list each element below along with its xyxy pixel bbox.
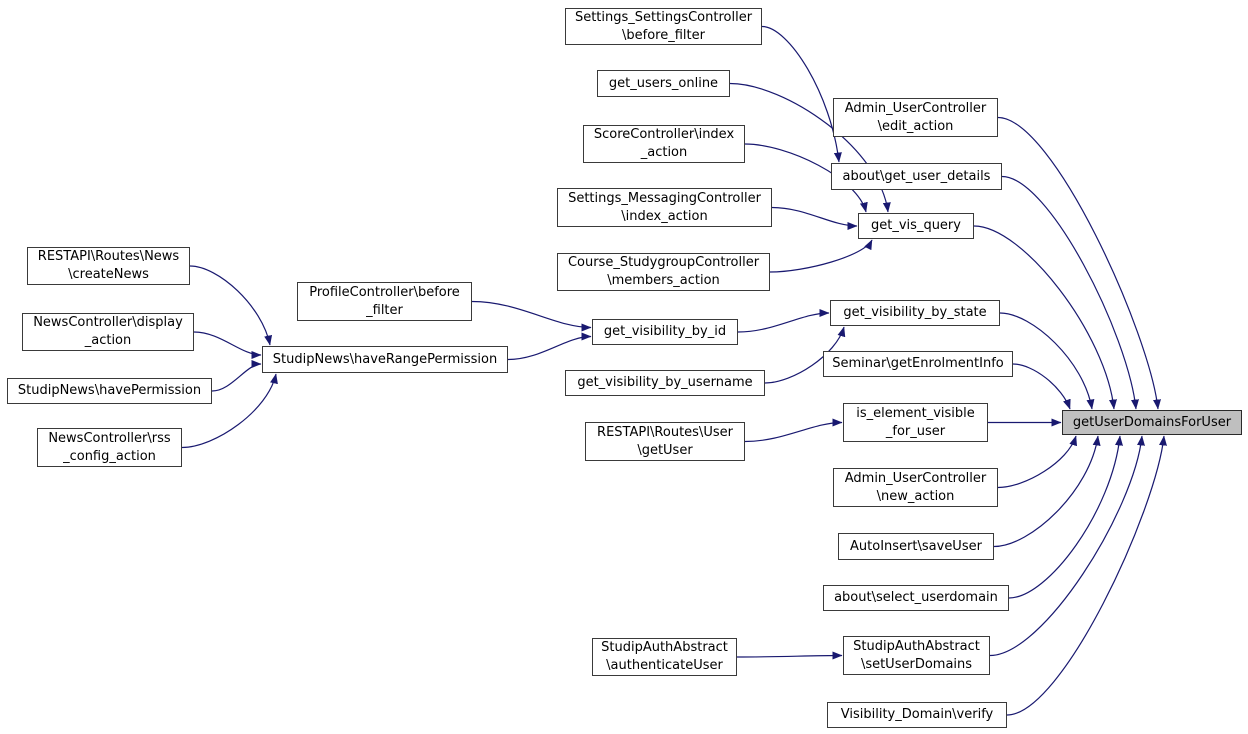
graph-node-admin_edit_action[interactable]: Admin_UserController \edit_action [833,98,998,137]
call-edge [1012,363,1071,410]
graph-node-autoinsert_saveuser[interactable]: AutoInsert\saveUser [838,533,994,560]
graph-node-studipnews_havepermission[interactable]: StudipNews\havePermission [7,378,212,404]
graph-node-settings_messaging_index_action[interactable]: Settings_MessagingController \index_acti… [557,188,772,227]
graph-node-restapi_user_getuser[interactable]: RESTAPI\Routes\User \getUser [585,422,745,461]
call-edge [211,360,262,392]
graph-node-about_get_user_details[interactable]: about\get_user_details [831,163,1002,190]
call-edge [471,300,592,332]
call-edge [771,206,858,230]
call-edge [989,435,1145,657]
call-edge [744,418,843,443]
graph-node-studipauth_setuserdomains[interactable]: StudipAuthAbstract \setUserDomains [843,636,990,675]
graph-node-restapi_news_createnews[interactable]: RESTAPI\Routes\News \createNews [27,247,190,285]
call-edge [999,312,1095,410]
call-edge [1001,175,1139,410]
graph-node-course_studygroup_members_action[interactable]: Course_StudygroupController \members_act… [557,253,770,291]
graph-node-getuserdomainsforuser: getUserDomainsForUser [1062,410,1242,435]
graph-node-seminar_getenrolmentinfo[interactable]: Seminar\getEnrolmentInfo [823,351,1013,377]
graph-node-get_visibility_by_state[interactable]: get_visibility_by_state [830,300,1000,326]
call-edge [1008,435,1123,599]
graph-node-get_vis_query[interactable]: get_vis_query [858,213,974,239]
call-edge [997,116,1161,410]
call-edge [993,435,1101,548]
graph-node-visibility_domain_verify[interactable]: Visibility_Domain\verify [827,702,1007,728]
graph-node-get_users_online[interactable]: get_users_online [597,70,730,97]
graph-node-about_select_userdomain[interactable]: about\select_userdomain [823,585,1009,611]
graph-node-profile_before_filter[interactable]: ProfileController\before _filter [297,282,472,321]
call-edge [769,239,873,273]
graph-node-settings_settings_before_filter[interactable]: Settings_SettingsController \before_filt… [565,8,762,45]
graph-node-news_rss_config_action[interactable]: NewsController\rss _config_action [37,428,182,467]
graph-node-is_element_visible_for_user[interactable]: is_element_visible _for_user [843,403,988,442]
call-edge [997,435,1077,489]
graph-node-studipauth_authenticateuser[interactable]: StudipAuthAbstract \authenticateUser [592,638,737,676]
call-edge [737,309,830,333]
call-edge [507,332,592,361]
call-edge [1006,435,1167,716]
graph-node-get_visibility_by_username[interactable]: get_visibility_by_username [565,370,765,396]
graph-node-get_visibility_by_id[interactable]: get_visibility_by_id [592,319,738,345]
call-edge [736,651,843,660]
graph-node-admin_new_action[interactable]: Admin_UserController \new_action [833,468,998,507]
graph-node-studipnews_haverangepermission[interactable]: StudipNews\haveRangePermission [262,346,508,373]
call-edge [193,331,262,359]
call-edge [761,25,842,163]
graph-node-score_index_action[interactable]: ScoreController\index _action [583,125,745,163]
graph-node-news_display_action[interactable]: NewsController\display _action [22,313,194,351]
call-edge [189,265,273,346]
